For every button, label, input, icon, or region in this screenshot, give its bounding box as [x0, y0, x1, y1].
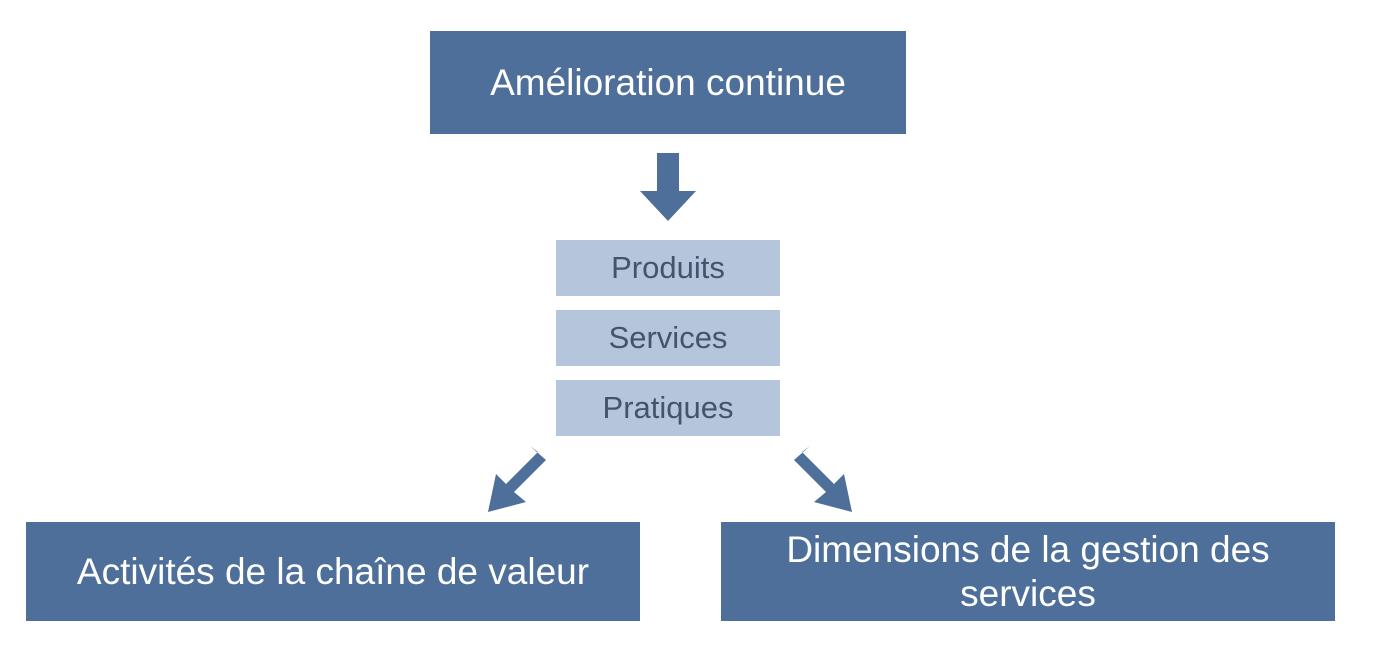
top-box-label: Amélioration continue	[490, 61, 846, 103]
stack-item-pratiques: Pratiques	[556, 380, 780, 436]
bottom-right-label: Dimensions de la gestion des services	[786, 528, 1270, 614]
stack-item-services: Services	[556, 310, 780, 366]
bottom-left-box-activites: Activités de la chaîne de valeur	[26, 522, 640, 621]
arrow-down-left-icon	[488, 446, 546, 512]
bottom-left-label: Activités de la chaîne de valeur	[76, 550, 590, 592]
stack-item-label: Services	[608, 320, 728, 355]
stack-item-produits: Produits	[556, 240, 780, 296]
arrow-down-right-icon	[794, 446, 852, 512]
arrow-down-icon	[640, 153, 696, 221]
stack-item-label: Pratiques	[602, 390, 734, 425]
top-box-amelioration-continue: Amélioration continue	[430, 31, 906, 134]
bottom-right-box-dimensions: Dimensions de la gestion des services	[721, 522, 1335, 621]
stack-item-label: Produits	[611, 250, 725, 285]
